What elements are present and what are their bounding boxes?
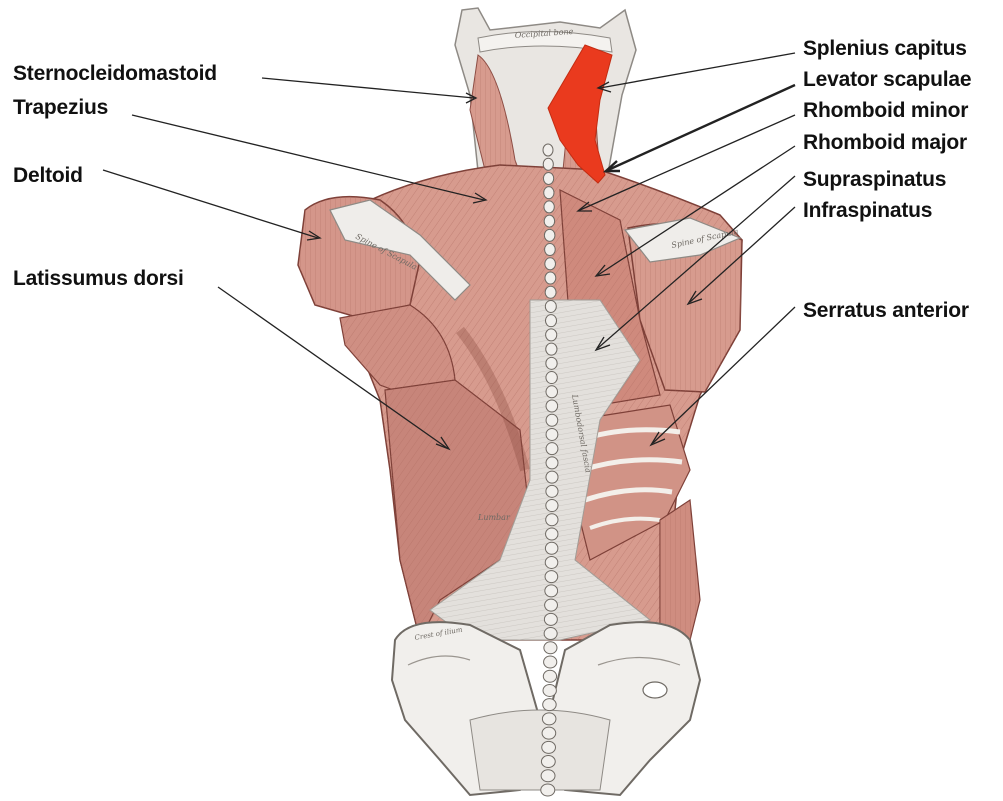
vertebra: [541, 756, 555, 768]
vertebra: [546, 514, 558, 526]
vertebra: [546, 357, 557, 369]
vertebra: [546, 400, 558, 412]
vertebra: [545, 258, 556, 270]
vertebra: [546, 528, 558, 540]
vertebra: [543, 144, 553, 156]
vertebra: [545, 556, 558, 568]
vertebra: [546, 471, 558, 483]
vertebra: [544, 628, 557, 640]
vertebra: [546, 386, 558, 398]
vertebra: [542, 727, 556, 739]
lumbar-text: Lumbar: [477, 513, 511, 522]
vertebra: [543, 684, 556, 696]
leader-line-deltoid: [103, 170, 318, 238]
vertebra: [543, 699, 556, 711]
vertebra: [546, 443, 558, 455]
vertebra: [543, 158, 553, 170]
vertebra: [541, 770, 555, 782]
leader-line-trapezius: [132, 115, 484, 200]
vertebra: [545, 571, 558, 583]
label-serratus-anterior: Serratus anterior: [803, 299, 969, 323]
vertebra: [546, 457, 558, 469]
label-sternocleidomastoid: Sternocleidomastoid: [13, 62, 217, 86]
vertebra: [545, 315, 556, 327]
vertebra: [546, 414, 558, 426]
vertebra: [545, 542, 557, 554]
vertebra: [545, 286, 556, 298]
label-rhomboid-major: Rhomboid major: [803, 131, 967, 155]
vertebra: [544, 656, 557, 668]
vertebra: [545, 272, 556, 284]
vertebra: [544, 642, 557, 654]
vertebra: [546, 329, 557, 341]
label-infraspinatus: Infraspinatus: [803, 199, 932, 223]
vertebra: [543, 670, 556, 682]
vertebra: [544, 201, 554, 213]
vertebra: [545, 244, 556, 256]
label-splenius-capitus: Splenius capitus: [803, 37, 967, 61]
vertebra: [544, 187, 554, 199]
vertebra: [545, 300, 556, 312]
vertebra: [543, 172, 553, 184]
vertebra: [546, 428, 558, 440]
label-deltoid: Deltoid: [13, 164, 83, 188]
vertebra: [542, 741, 556, 753]
vertebra: [542, 713, 556, 725]
vertebra: [546, 485, 558, 497]
vertebra: [544, 229, 555, 241]
vertebra: [546, 372, 557, 384]
vertebra: [545, 599, 558, 611]
label-trapezius: Trapezius: [13, 96, 108, 120]
label-latissimus-dorsi: Latissumus dorsi: [13, 267, 184, 291]
vertebra: [544, 613, 557, 625]
label-levator-scapulae: Levator scapulae: [803, 68, 971, 92]
vertebra: [544, 215, 554, 227]
vertebra: [546, 343, 557, 355]
vertebra: [546, 500, 558, 512]
vertebra: [541, 784, 555, 796]
leader-line-sternocleidomastoid: [262, 78, 474, 98]
vertebra: [545, 585, 558, 597]
label-supraspinatus: Supraspinatus: [803, 168, 946, 192]
label-rhomboid-minor: Rhomboid minor: [803, 99, 968, 123]
